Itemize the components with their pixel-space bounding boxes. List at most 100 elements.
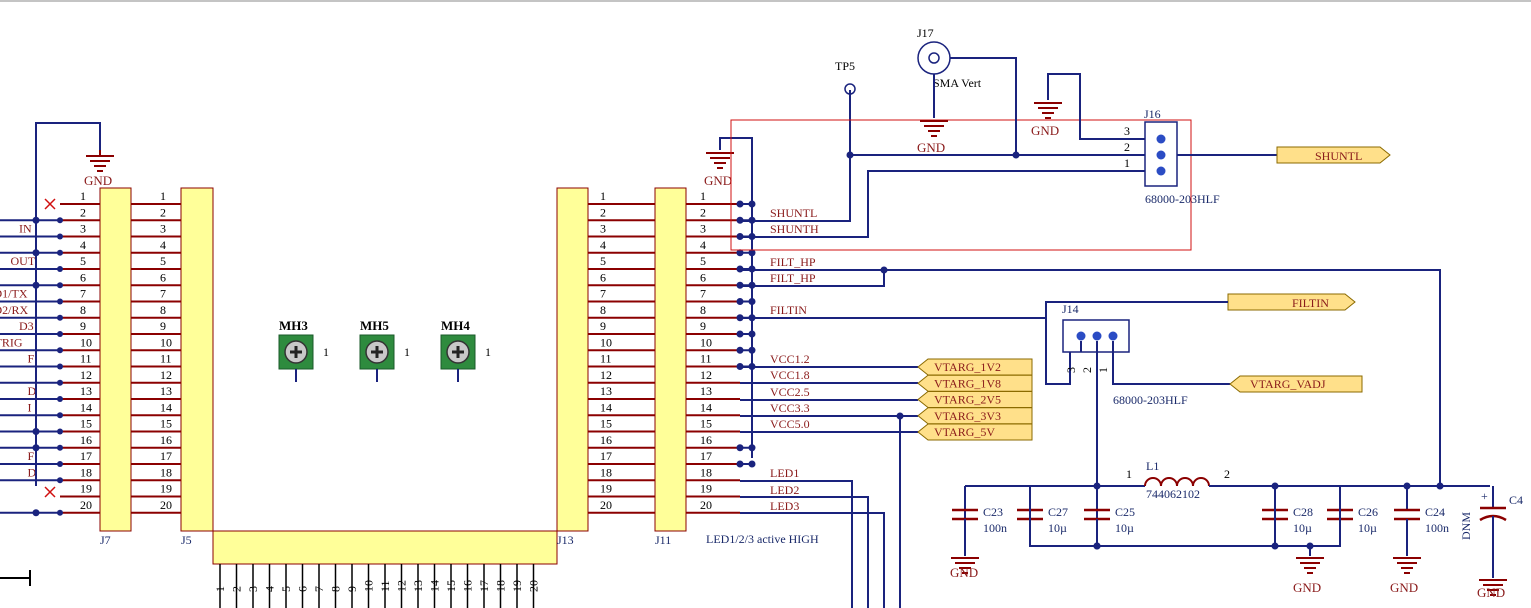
j5-pin-number: 12	[160, 368, 172, 382]
gnd-label: GND	[1477, 585, 1505, 600]
l1-pin1: 1	[1126, 467, 1132, 481]
j13-pin-number: 19	[600, 482, 612, 496]
left-net-label: D2/RX	[0, 303, 29, 317]
left-junction	[57, 379, 63, 386]
j11-ref: J11	[655, 533, 671, 547]
net-vcc3-3: VCC3.3	[770, 401, 810, 415]
j7-pin-number: 19	[80, 482, 92, 496]
j13-pin-number: 10	[600, 335, 612, 349]
bottom-header-pin-number: 18	[494, 580, 508, 592]
j5-pin-number: 4	[160, 238, 166, 252]
c4-ref: C4	[1509, 493, 1523, 507]
j5-pin-number: 9	[160, 319, 166, 333]
left-junction	[57, 266, 63, 272]
net-filt-hp-a: FILT_HP	[770, 255, 816, 269]
mounting-hole-pin: 1	[485, 345, 491, 359]
j5-pin-number: 16	[160, 433, 172, 447]
left-junction	[57, 509, 63, 516]
capacitor-value: 100n	[983, 521, 1007, 535]
j11-pin-number: 20	[700, 498, 712, 512]
j7-pin-number: 11	[80, 352, 92, 366]
gnd-symbol-left	[86, 150, 114, 172]
bottom-header-pin-number: 15	[444, 580, 458, 592]
j11-pin-number: 6	[700, 270, 706, 284]
j14-part: 68000-203HLF	[1113, 393, 1188, 407]
j11-gnd-junction	[748, 460, 756, 468]
j7-pin-number: 4	[80, 238, 86, 252]
j7-pin-number: 8	[80, 303, 86, 317]
j13-pin-number: 1	[600, 189, 606, 203]
j13-pin-number: 8	[600, 303, 606, 317]
j13-pin-number: 3	[600, 222, 606, 236]
j14-pin2: 2	[1080, 367, 1094, 373]
j5-ref: J5	[181, 533, 192, 547]
j7-pin-number: 1	[80, 189, 86, 203]
j5-pin-number: 15	[160, 417, 172, 431]
j13-pin-number: 12	[600, 368, 612, 382]
mounting-hole-label: MH3	[279, 318, 308, 333]
left-net-label: D3	[19, 319, 34, 333]
j13-pin-number: 2	[600, 205, 606, 219]
j17-ref: J17	[917, 26, 934, 40]
j5-pin-number: 5	[160, 254, 166, 268]
j14-ref: J14	[1062, 302, 1079, 316]
left-junction	[57, 217, 63, 224]
bottom-header-pin-number: 6	[296, 586, 310, 592]
capacitor-value: 10µ	[1293, 521, 1312, 535]
capacitor-ref: C25	[1115, 505, 1135, 519]
net-vcc2-5: VCC2.5	[770, 385, 810, 399]
port-filtin-label: FILTIN	[1292, 296, 1329, 310]
j5-pin-number: 3	[160, 222, 166, 236]
capacitor-ref: C26	[1358, 505, 1378, 519]
net-shuntl: SHUNTL	[770, 206, 817, 220]
bottom-header-pin-number: 13	[411, 580, 425, 592]
bottom-header-pin-number: 14	[428, 580, 442, 592]
j13-pin-number: 20	[600, 498, 612, 512]
j5-pin-number: 1	[160, 189, 166, 203]
j11-pin-number: 3	[700, 222, 706, 236]
left-net-label: F	[28, 449, 35, 463]
port-vtarg-label: VTARG_5V	[934, 425, 995, 439]
j5-pin-number: 10	[160, 335, 172, 349]
tp5-symbol	[844, 83, 856, 95]
j13-pin-number: 6	[600, 270, 606, 284]
j16-part: 68000-203HLF	[1145, 192, 1220, 206]
bottom-header-pin-number: 3	[246, 586, 260, 592]
j13-body	[556, 187, 589, 532]
j11-pin-number: 12	[700, 368, 712, 382]
capacitor-ref: C24	[1425, 505, 1445, 519]
j5-body	[180, 187, 214, 532]
j11-pin-number: 9	[700, 319, 706, 333]
gnd-label-j11: GND	[704, 173, 732, 188]
gnd-rail-j11	[719, 137, 753, 458]
j11-outward-wires	[740, 90, 1490, 608]
left-junction	[57, 461, 63, 467]
j16-pin3: 3	[1124, 124, 1130, 138]
j11-pin-number: 10	[700, 335, 712, 349]
bottom-header-body	[212, 530, 558, 565]
net-vcc1-8: VCC1.8	[770, 368, 810, 382]
j11-pin-number: 2	[700, 205, 706, 219]
left-junction	[57, 444, 63, 451]
bottom-header-pin-number: 11	[378, 580, 392, 592]
gnd-symbol-j16	[1034, 102, 1062, 119]
port-vtarg-label: VTARG_1V2	[934, 360, 1001, 374]
net-shunth: SHUNTH	[770, 222, 819, 236]
bottom-header-pin-number: 17	[477, 580, 491, 592]
j11-junction	[736, 298, 744, 305]
left-net-label: F	[28, 352, 35, 366]
net-filt-hp-b: FILT_HP	[770, 271, 816, 285]
port-shuntl	[1276, 146, 1391, 164]
capacitor-value: 10µ	[1048, 521, 1067, 535]
mounting-hole-pin: 1	[323, 345, 329, 359]
bottom-header-pin-number: 8	[329, 586, 343, 592]
net-led3: LED3	[770, 499, 799, 513]
left-junction	[57, 428, 63, 435]
left-junction	[57, 331, 63, 337]
j7-pin-number: 2	[80, 205, 86, 219]
mounting-hole-label: MH5	[360, 318, 389, 333]
mounting-hole-pin: 1	[404, 345, 410, 359]
j5-pin-number: 2	[160, 205, 166, 219]
left-junction	[57, 298, 63, 305]
bottom-header-pin-number: 19	[510, 580, 524, 592]
